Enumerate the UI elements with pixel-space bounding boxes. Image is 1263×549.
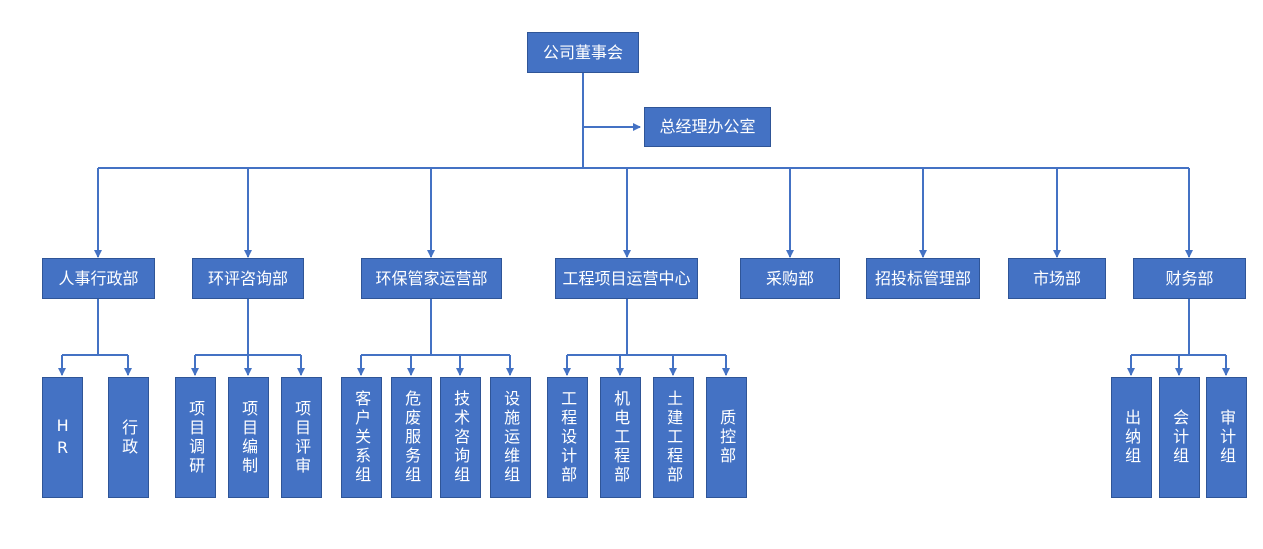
team-box: 项目编制: [228, 377, 269, 498]
dept-engineering-center: 工程项目运营中心: [555, 258, 698, 299]
team-box: HR: [42, 377, 83, 498]
team-box: 客户关系组: [341, 377, 382, 498]
dept-marketing: 市场部: [1008, 258, 1106, 299]
dept-procurement: 采购部: [740, 258, 840, 299]
team-label: 工程设计部: [558, 390, 578, 485]
team-label: 客户关系组: [352, 390, 372, 485]
team-label: 项目调研: [186, 399, 206, 476]
team-box: 会计组: [1159, 377, 1200, 498]
team-label: 质控部: [717, 409, 737, 466]
team-box: 审计组: [1206, 377, 1247, 498]
team-box: 设施运维组: [490, 377, 531, 498]
team-box: 土建工程部: [653, 377, 694, 498]
dept-eia-consulting: 环评咨询部: [192, 258, 304, 299]
dept-finance: 财务部: [1133, 258, 1246, 299]
dept-bidding-management: 招投标管理部: [866, 258, 980, 299]
team-label: 会计组: [1170, 409, 1190, 466]
team-box: 机电工程部: [600, 377, 641, 498]
team-box: 行政: [108, 377, 149, 498]
team-box: 出纳组: [1111, 377, 1152, 498]
team-label: 土建工程部: [664, 390, 684, 485]
team-label: 行政: [119, 418, 139, 457]
team-label: 项目编制: [239, 399, 259, 476]
team-box: 危废服务组: [391, 377, 432, 498]
team-box: 项目评审: [281, 377, 322, 498]
team-label: 出纳组: [1122, 409, 1142, 466]
team-label: HR: [53, 415, 73, 460]
team-label: 机电工程部: [611, 390, 631, 485]
team-label: 技术咨询组: [451, 390, 471, 485]
team-label: 项目评审: [292, 399, 312, 476]
general-manager-office-box: 总经理办公室: [644, 107, 771, 147]
team-box: 技术咨询组: [440, 377, 481, 498]
team-box: 工程设计部: [547, 377, 588, 498]
dept-hr-admin: 人事行政部: [42, 258, 155, 299]
board-box: 公司董事会: [527, 32, 639, 73]
team-label: 设施运维组: [501, 390, 521, 485]
team-label: 审计组: [1217, 409, 1237, 466]
team-box: 项目调研: [175, 377, 216, 498]
team-label: 危废服务组: [402, 390, 422, 485]
dept-env-steward-ops: 环保管家运营部: [361, 258, 502, 299]
team-box: 质控部: [706, 377, 747, 498]
